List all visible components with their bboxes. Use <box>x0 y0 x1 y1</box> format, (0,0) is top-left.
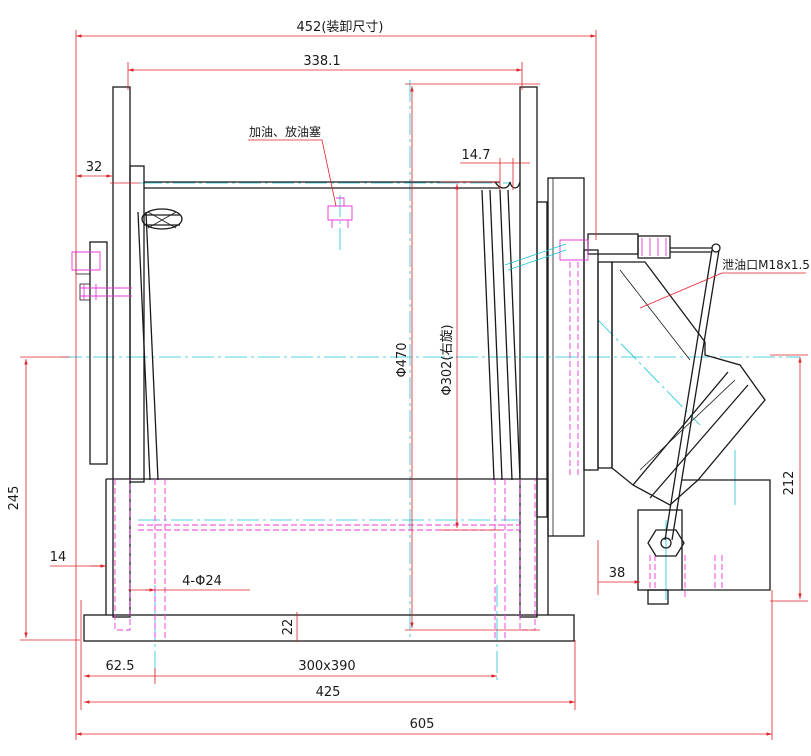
dim-452: 452(装卸尺寸) <box>297 19 384 35</box>
winch-body <box>75 86 613 642</box>
dim-338-1: 338.1 <box>303 54 340 69</box>
hydraulic-motor <box>71 197 771 605</box>
dim-22: 22 <box>281 619 296 636</box>
dimension-texts: 452(装卸尺寸) 338.1 32 14.7 Φ470 Φ302(右旋) 24… <box>7 19 810 732</box>
dim-14-7: 14.7 <box>462 148 491 163</box>
dim-32: 32 <box>86 160 103 175</box>
centerlines <box>60 80 800 680</box>
dim-605: 605 <box>410 717 435 732</box>
label-drain-port: 泄油口M18x1.5 <box>722 258 810 272</box>
dim-phi-302: Φ302(右旋) <box>440 324 455 395</box>
dim-14: 14 <box>50 550 67 565</box>
label-oil-fill-drain-plug: 加油、放油塞 <box>249 124 321 139</box>
dim-phi-470: Φ470 <box>395 342 410 377</box>
dim-38: 38 <box>609 566 626 581</box>
dim-245: 245 <box>7 486 22 511</box>
dimension-lines <box>20 30 808 740</box>
dim-425: 425 <box>316 685 341 700</box>
dim-4-phi-24: 4-Φ24 <box>182 574 222 589</box>
dim-300x390: 300x390 <box>298 659 355 674</box>
dim-62-5: 62.5 <box>106 659 135 674</box>
dim-212: 212 <box>782 471 797 496</box>
